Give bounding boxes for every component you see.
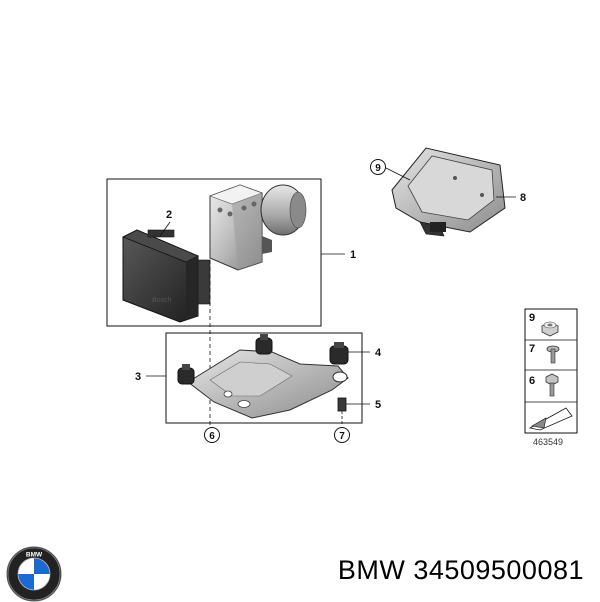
callout-2-label: 2 [166, 209, 172, 221]
legend-row-6-label: 6 [529, 375, 535, 387]
washer-arrow-icon [528, 407, 573, 431]
mounting-bracket [177, 334, 349, 419]
hydraulic-unit [209, 184, 307, 271]
hardware-legend: 9 7 6 [524, 308, 578, 434]
leader-line-2 [159, 221, 171, 237]
callout-8-label: 8 [520, 192, 526, 204]
part-number-label: BMW 34509500081 [337, 555, 584, 585]
rubber-mount-left [177, 364, 195, 385]
svg-text:Bosch: Bosch [152, 297, 172, 304]
callout-4-label: 4 [375, 347, 382, 359]
legend-row-7-label: 7 [529, 343, 535, 355]
group-box-1 [106, 178, 322, 327]
rubber-mount-top [255, 334, 273, 355]
callout-1-label: 1 [350, 249, 356, 261]
hex-nut-icon [541, 321, 559, 337]
callout-circle-7 [334, 427, 350, 443]
callout-7-label: 7 [339, 431, 345, 442]
group-box-3 [165, 332, 363, 424]
legend-row-9-label: 9 [529, 312, 535, 324]
callout-circle-9 [370, 159, 386, 175]
rubber-mount-4 [329, 342, 349, 365]
callout-6-label: 6 [209, 431, 215, 442]
callout-circle-6 [204, 427, 220, 443]
spacer-sleeve-5 [337, 397, 347, 412]
bmw-logo-letters: BMW [26, 552, 43, 559]
hex-bolt-icon [545, 373, 559, 397]
callout-5-label: 5 [375, 399, 381, 411]
abs-control-unit: Bosch [122, 229, 211, 323]
diagram-reference-number: 463549 [533, 437, 563, 447]
callout-9-label: 9 [375, 163, 381, 174]
callout-3-label: 3 [135, 371, 141, 383]
leader-line-9 [385, 167, 411, 181]
control-module-assembly [391, 147, 506, 237]
stud-bolt-icon [546, 345, 560, 364]
bmw-logo: BMW [6, 546, 62, 602]
